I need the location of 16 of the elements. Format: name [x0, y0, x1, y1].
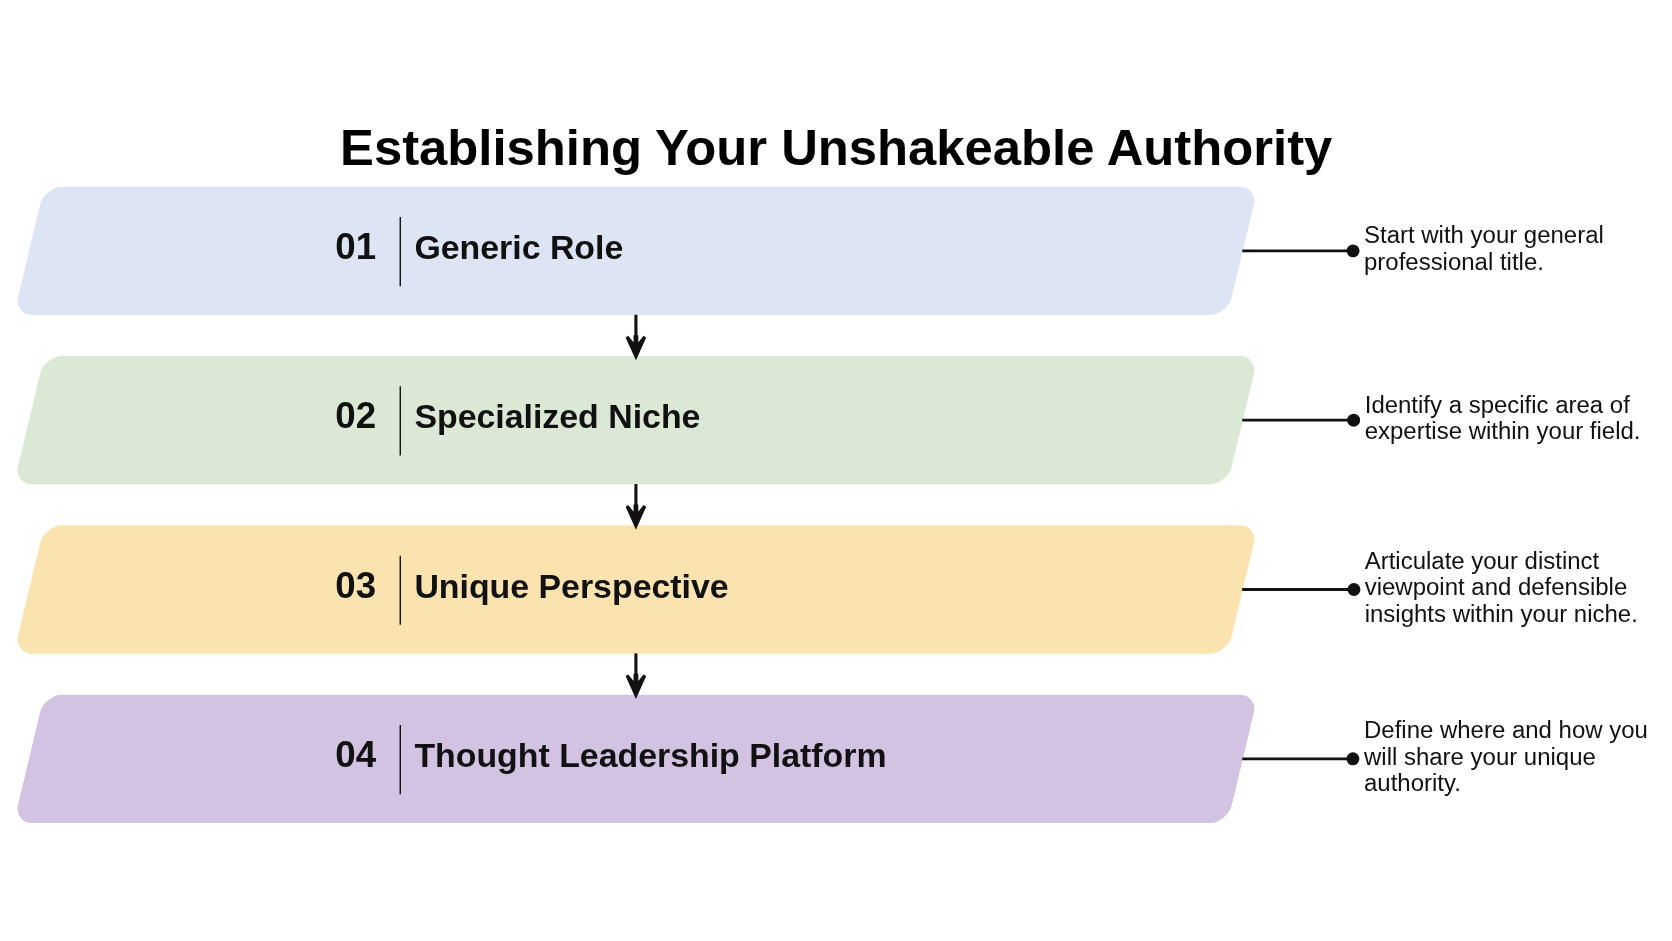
arrow: [625, 652, 647, 697]
node-text: Identify a specific area of expertise within your field.: [1364, 390, 1641, 444]
node-text: Articulate your distinct viewpoint and defensible insights within your niche.: [1364, 546, 1638, 627]
diagram-title: Establishing Your Unshakeable Authority: [340, 118, 1333, 176]
node-box: 02 Specialized Niche: [17, 355, 1255, 484]
node-box: 03 Unique Perspective: [17, 524, 1255, 654]
node-text: Define where and how you will share your unique authority.: [1364, 715, 1648, 796]
node-text: Start with your general professional title.: [1364, 220, 1604, 275]
node-box: 04 Thought Leadership Platform: [17, 694, 1255, 823]
arrow: [625, 314, 647, 358]
connector: [1242, 751, 1360, 765]
node-box: 01 Generic Role: [17, 186, 1255, 315]
connector: [1242, 243, 1360, 257]
connector: [1242, 582, 1361, 596]
connector: [1242, 413, 1361, 427]
arrow: [625, 483, 647, 527]
